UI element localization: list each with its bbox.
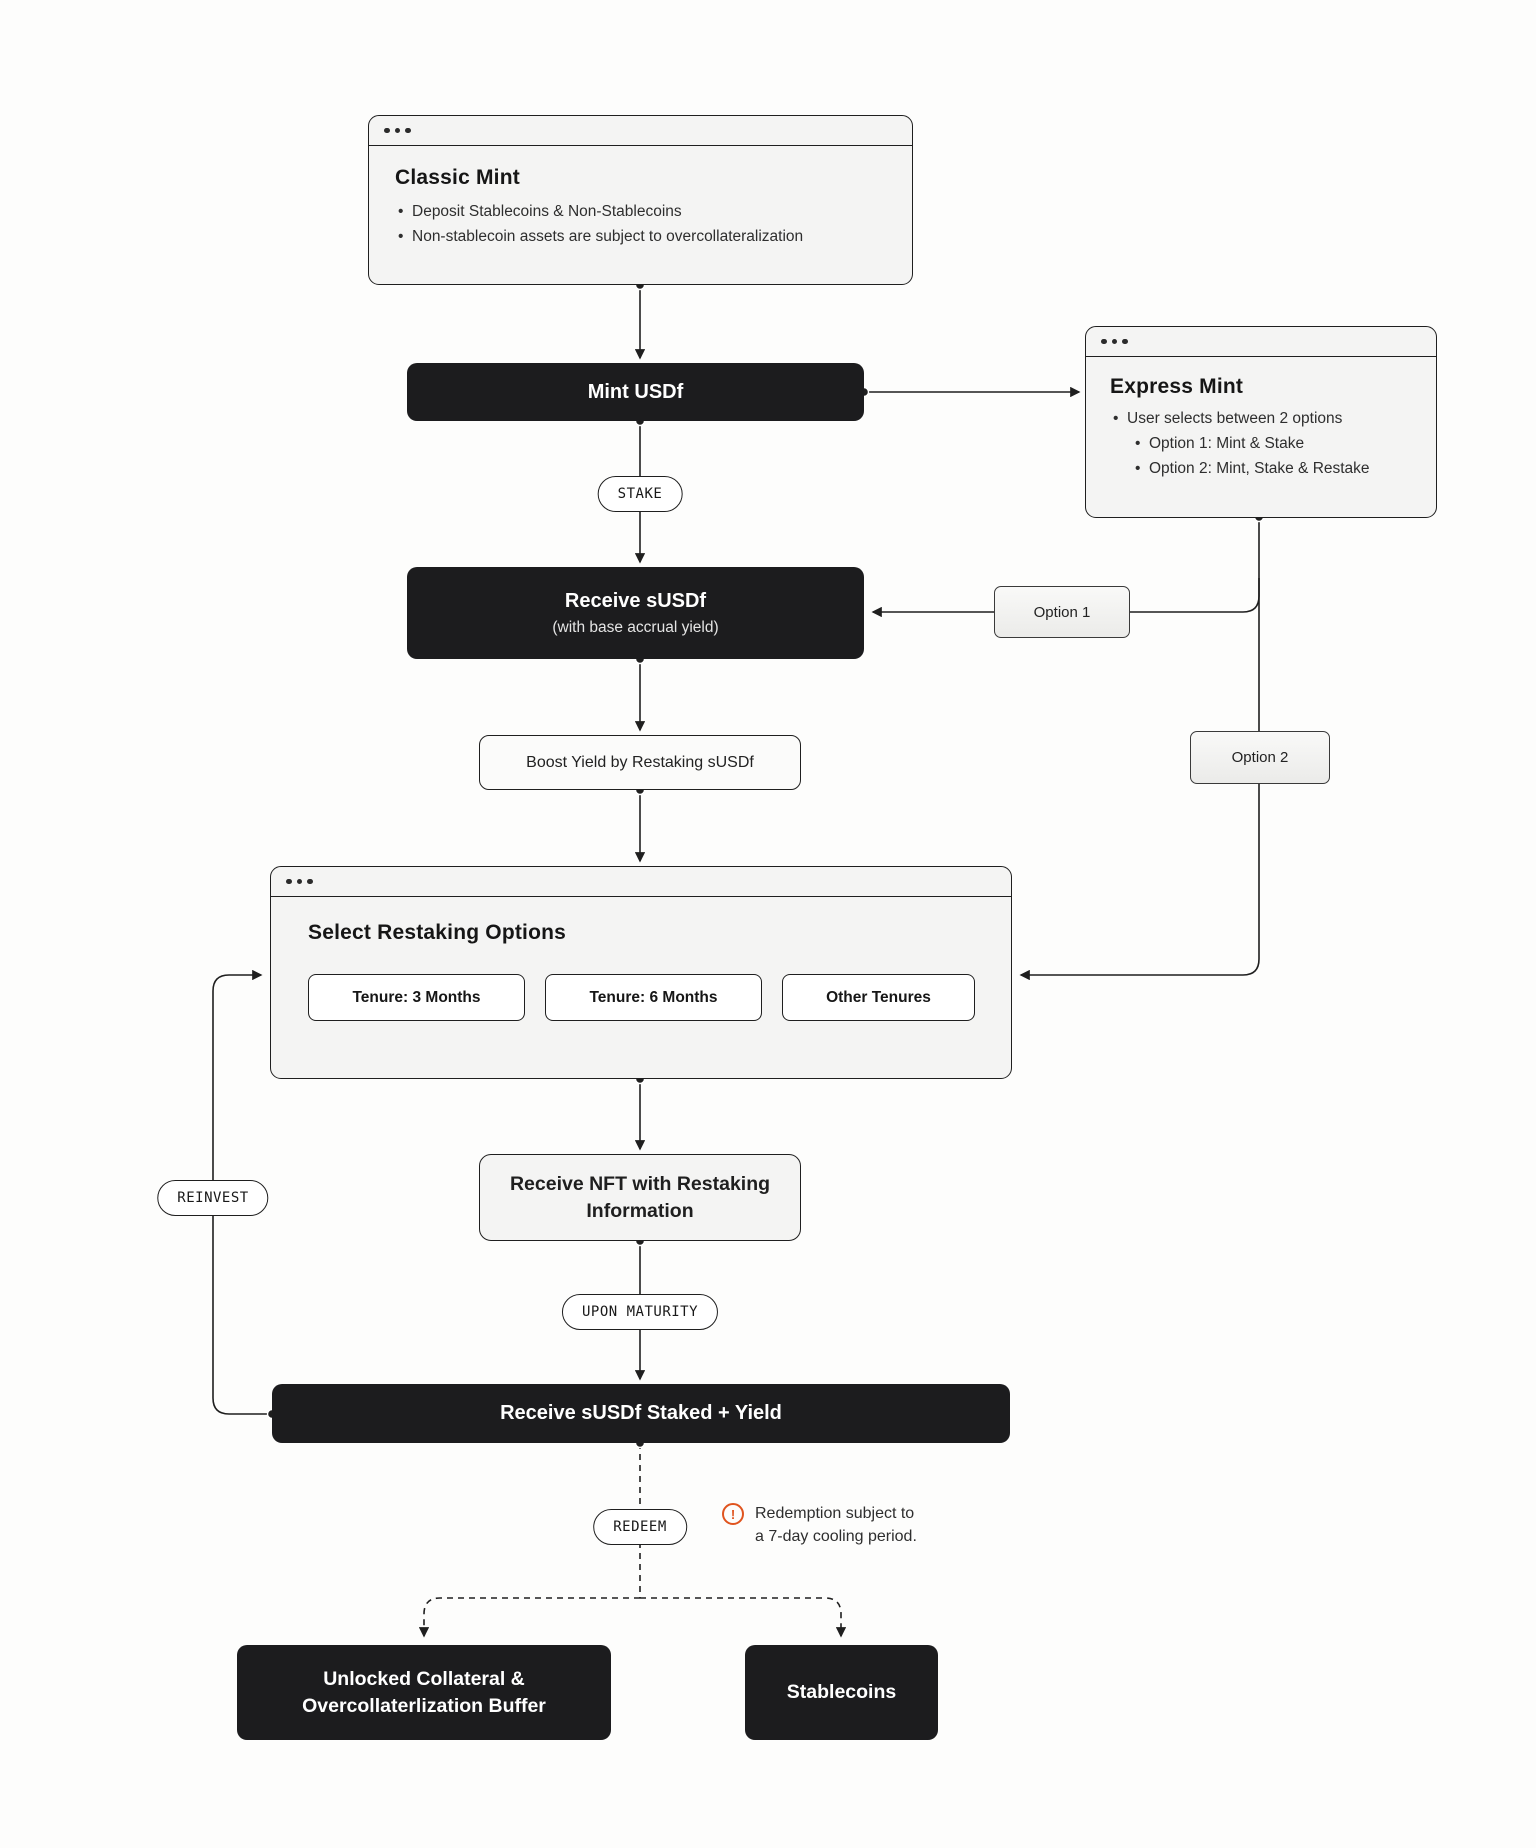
option1-edge-label: Option 1 xyxy=(994,586,1130,638)
window-titlebar xyxy=(271,867,1011,897)
other-tenures-label: Other Tenures xyxy=(826,988,931,1006)
classic-mint-bullet: Non-stablecoin assets are subject to ove… xyxy=(395,225,886,250)
window-dot-icon xyxy=(296,878,302,885)
window-dot-icon xyxy=(405,127,411,134)
warning-line: a 7-day cooling period. xyxy=(755,1528,917,1546)
window-titlebar xyxy=(369,116,912,146)
receive-susdf-label: Receive sUSDf xyxy=(564,589,707,612)
mint-usdf-label: Mint USDf xyxy=(587,380,684,403)
classic-mint-title: Classic Mint xyxy=(395,166,520,189)
redeem-warning: ! Redemption subject to a 7-day cooling … xyxy=(722,1502,917,1548)
boost-yield-node: Boost Yield by Restaking sUSDf xyxy=(479,735,801,790)
warning-icon: ! xyxy=(722,1503,744,1525)
classic-mint-bullets: Deposit Stablecoins & Non-Stablecoins No… xyxy=(395,200,886,250)
option1-edge-text: Option 1 xyxy=(1033,603,1091,621)
express-mint-bullets: User selects between 2 options Option 1:… xyxy=(1110,407,1412,481)
select-restaking-body: Select Restaking Options xyxy=(271,897,1011,969)
window-titlebar xyxy=(1086,327,1436,357)
select-restaking-card: Select Restaking Options Tenure: 3 Month… xyxy=(270,866,1012,1079)
warning-text: Redemption subject to a 7-day cooling pe… xyxy=(755,1502,917,1548)
upon-maturity-edge-label: UPON MATURITY xyxy=(561,1294,719,1330)
warning-line: Redemption subject to xyxy=(755,1505,915,1522)
receive-nft-label: Receive NFT with Restaking Information xyxy=(509,1173,771,1222)
stake-edge-text: STAKE xyxy=(617,486,663,502)
option2-edge-label: Option 2 xyxy=(1190,731,1330,784)
redeem-edge-text: REDEEM xyxy=(613,1519,667,1535)
classic-mint-bullet: Deposit Stablecoins & Non-Stablecoins xyxy=(395,200,886,225)
tenure-6-months-button: Tenure: 6 Months xyxy=(545,974,762,1021)
receive-susdf-node: Receive sUSDf (with base accrual yield) xyxy=(407,567,864,659)
window-dot-icon xyxy=(1101,338,1107,345)
select-restaking-title: Select Restaking Options xyxy=(308,921,567,944)
tenure-3-months-label: Tenure: 3 Months xyxy=(352,988,481,1006)
option2-edge-text: Option 2 xyxy=(1231,749,1289,766)
receive-staked-node: Receive sUSDf Staked + Yield xyxy=(272,1384,1010,1443)
redeem-edge-label: REDEEM xyxy=(593,1509,687,1545)
tenure-3-months-button: Tenure: 3 Months xyxy=(308,974,525,1021)
express-mint-sub-bullet: Option 2: Mint, Stake & Restake xyxy=(1132,457,1412,482)
reinvest-edge-label: REINVEST xyxy=(157,1180,269,1216)
tenure-6-months-label: Tenure: 6 Months xyxy=(589,988,718,1006)
stablecoins-node: Stablecoins xyxy=(745,1645,938,1740)
window-dot-icon xyxy=(286,878,292,885)
stake-edge-label: STAKE xyxy=(597,476,683,512)
express-mint-body: Express Mint User selects between 2 opti… xyxy=(1086,357,1436,499)
other-tenures-button: Other Tenures xyxy=(782,974,975,1021)
upon-maturity-edge-text: UPON MATURITY xyxy=(581,1304,699,1320)
receive-nft-node: Receive NFT with Restaking Information xyxy=(479,1154,801,1241)
unlocked-collateral-label: Unlocked Collateral & Overcollaterlizati… xyxy=(302,1668,546,1717)
mint-usdf-node: Mint USDf xyxy=(407,363,864,421)
express-mint-card: Express Mint User selects between 2 opti… xyxy=(1085,326,1437,518)
unlocked-collateral-node: Unlocked Collateral & Overcollaterlizati… xyxy=(237,1645,611,1740)
express-mint-bullet: User selects between 2 options xyxy=(1110,407,1412,432)
receive-susdf-note: (with base accrual yield) xyxy=(552,618,719,636)
window-dot-icon xyxy=(394,127,400,134)
boost-yield-label: Boost Yield by Restaking sUSDf xyxy=(526,753,754,771)
classic-mint-card: Classic Mint Deposit Stablecoins & Non-S… xyxy=(368,115,913,285)
stablecoins-label: Stablecoins xyxy=(786,1681,897,1704)
express-mint-sub-bullet: Option 1: Mint & Stake xyxy=(1132,432,1412,457)
reinvest-edge-text: REINVEST xyxy=(177,1190,249,1206)
window-dot-icon xyxy=(1111,338,1117,345)
window-dot-icon xyxy=(384,127,390,134)
express-mint-title: Express Mint xyxy=(1110,375,1244,398)
classic-mint-body: Classic Mint Deposit Stablecoins & Non-S… xyxy=(369,146,912,270)
window-dot-icon xyxy=(1122,338,1128,345)
window-dot-icon xyxy=(307,878,313,885)
receive-staked-label: Receive sUSDf Staked + Yield xyxy=(500,1402,782,1424)
